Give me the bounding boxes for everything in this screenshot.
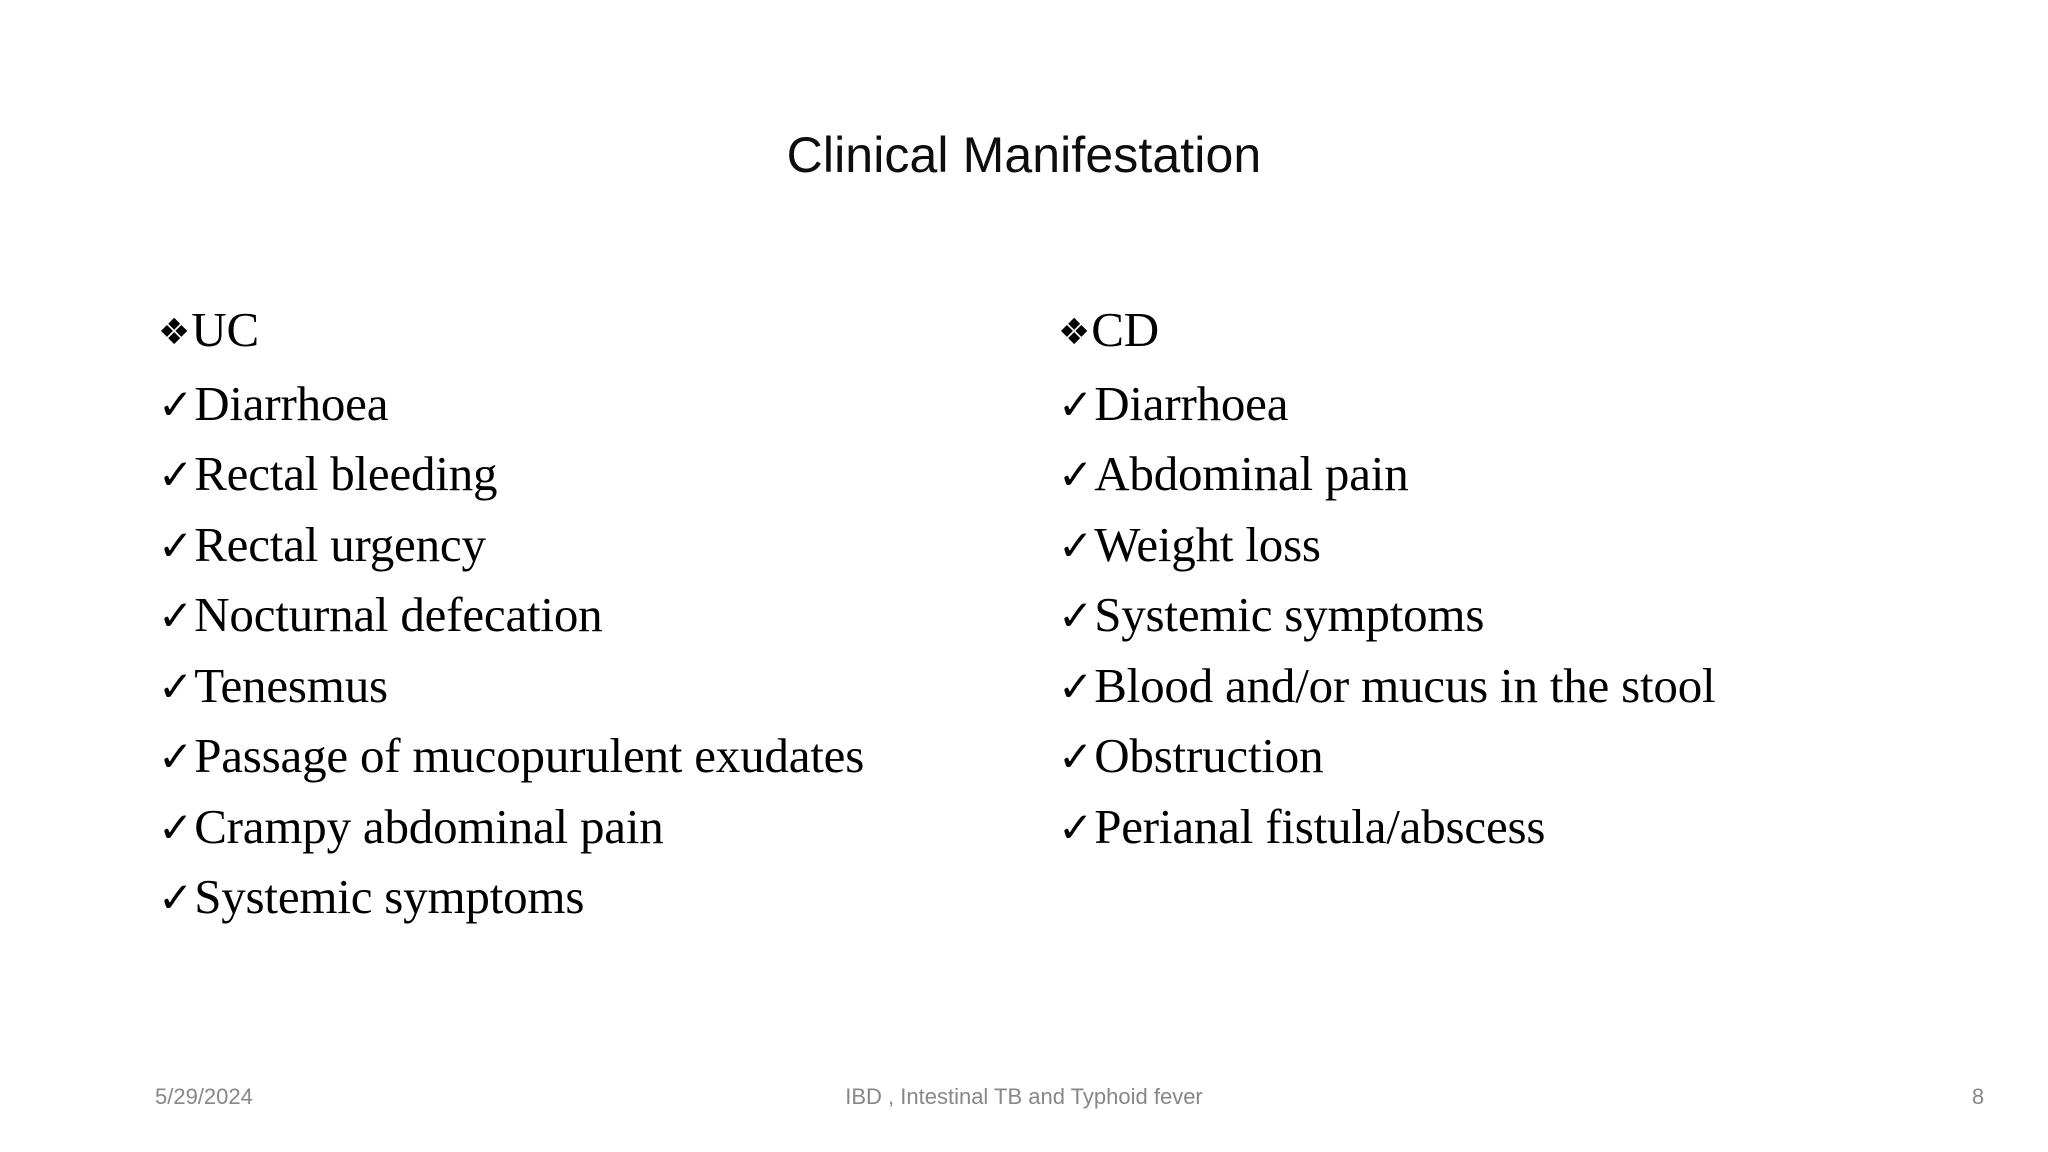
check-bullet-icon: ✓ xyxy=(158,732,194,781)
check-bullet-icon: ✓ xyxy=(1058,450,1094,499)
check-bullet-icon: ✓ xyxy=(158,802,194,852)
list-item: ✓ Nocturnal defecation xyxy=(158,581,988,652)
diamond-bullet-icon: ❖ xyxy=(1058,312,1091,353)
list-item: ✓ Tenesmus xyxy=(158,652,988,723)
list-item-label: Obstruction xyxy=(1094,728,1324,783)
list-header-label: UC xyxy=(191,302,259,357)
check-bullet-icon: ✓ xyxy=(158,450,194,499)
check-bullet-icon: ✓ xyxy=(1058,379,1094,429)
page-title: Clinical Manifestation xyxy=(786,127,1262,183)
list-item-label: Blood and/or mucus in the stool xyxy=(1094,657,1716,713)
footer-title: IBD , Intestinal TB and Typhoid fever xyxy=(845,1084,1203,1109)
list-item: ✓ Crampy abdominal pain xyxy=(158,793,988,864)
list-item: ✓ Systemic symptoms xyxy=(1058,581,1958,652)
list-item: ✓ Rectal bleeding xyxy=(158,440,988,511)
diamond-bullet-icon: ❖ xyxy=(158,312,191,353)
list-item-label: Diarrhoea xyxy=(194,375,389,431)
list-header-uc: ❖ UC xyxy=(158,296,988,370)
list-item: ✓ Diarrhoea xyxy=(158,370,988,441)
list-item: ✓ Blood and/or mucus in the stool xyxy=(1058,652,1958,723)
check-bullet-icon: ✓ xyxy=(1058,802,1094,852)
slide-footer: 5/29/2024 IBD , Intestinal TB and Typhoi… xyxy=(0,1056,2048,1152)
list-item-label: Diarrhoea xyxy=(1094,375,1289,431)
list-item: ✓ Perianal fistula/abscess xyxy=(1058,793,1958,864)
check-bullet-icon: ✓ xyxy=(158,379,194,429)
list-item: ✓ Abdominal pain xyxy=(1058,440,1958,511)
list-item-label: Systemic symptoms xyxy=(194,869,585,924)
check-bullet-icon: ✓ xyxy=(1058,661,1094,711)
list-item-label: Abdominal pain xyxy=(1094,446,1409,501)
list-item-label: Crampy abdominal pain xyxy=(194,798,664,854)
list-item: ✓ Passage of mucopurulent exudates xyxy=(158,722,988,793)
check-bullet-icon: ✓ xyxy=(1058,732,1094,781)
list-header-label: CD xyxy=(1091,302,1159,357)
list-item-label: Systemic symptoms xyxy=(1094,587,1485,642)
content-column-cd: ❖ CD ✓ Diarrhoea ✓ Abdominal pain ✓ Weig… xyxy=(1058,296,1958,863)
list-item-label: Perianal fistula/abscess xyxy=(1094,798,1546,854)
check-bullet-icon: ✓ xyxy=(158,873,194,922)
check-bullet-icon: ✓ xyxy=(158,520,194,570)
list-item: ✓ Rectal urgency xyxy=(158,511,988,582)
list-item: ✓ Weight loss xyxy=(1058,511,1958,582)
content-column-uc: ❖ UC ✓ Diarrhoea ✓ Rectal bleeding ✓ Rec… xyxy=(158,296,988,934)
list-item: ✓ Systemic symptoms xyxy=(158,863,988,934)
footer-date: 5/29/2024 xyxy=(155,1084,253,1109)
list-item: ✓ Diarrhoea xyxy=(1058,370,1958,441)
list-item-label: Rectal urgency xyxy=(194,516,486,572)
list-item-label: Nocturnal defecation xyxy=(194,587,603,642)
check-bullet-icon: ✓ xyxy=(1058,591,1094,640)
check-bullet-icon: ✓ xyxy=(158,661,194,711)
list-item-label: Passage of mucopurulent exudates xyxy=(194,728,865,783)
list-item-label: Rectal bleeding xyxy=(194,446,498,501)
list-header-cd: ❖ CD xyxy=(1058,296,1958,370)
check-bullet-icon: ✓ xyxy=(1058,520,1094,570)
list-item-label: Tenesmus xyxy=(194,657,388,713)
footer-page-number: 8 xyxy=(1971,1084,1985,1109)
list-item-label: Weight loss xyxy=(1094,516,1321,572)
list-item: ✓ Obstruction xyxy=(1058,722,1958,793)
slide-body: ❖ UC ✓ Diarrhoea ✓ Rectal bleeding ✓ Rec… xyxy=(0,296,2048,936)
check-bullet-icon: ✓ xyxy=(158,591,194,640)
